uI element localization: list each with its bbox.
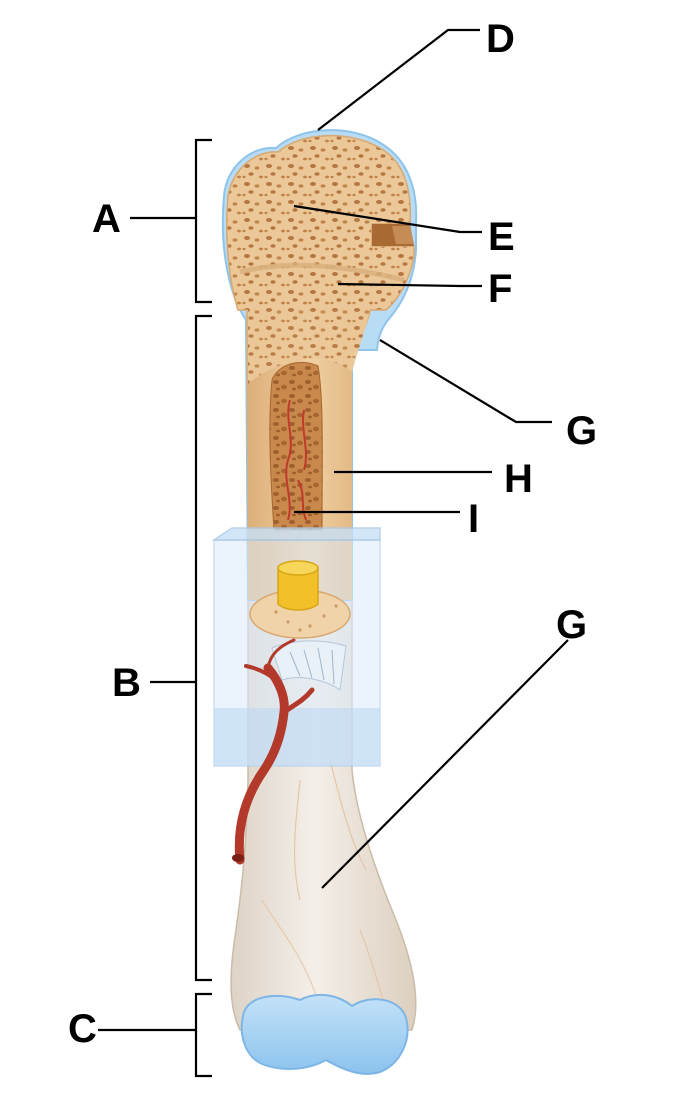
label-e: E [488,215,515,259]
label-b: B [112,661,141,705]
label-h: H [504,457,533,501]
label-g-upper: G [566,409,597,453]
label-c: C [68,1007,97,1051]
cutaway-block [211,527,381,865]
distal-articular-cartilage [240,993,409,1075]
label-d: D [486,17,515,61]
label-f: F [488,267,512,311]
leader-lines [98,28,569,1078]
label-a: A [92,197,121,241]
label-g-lower: G [556,603,587,647]
label-i: I [468,497,479,541]
bone-sectioned-shaft [221,129,418,601]
